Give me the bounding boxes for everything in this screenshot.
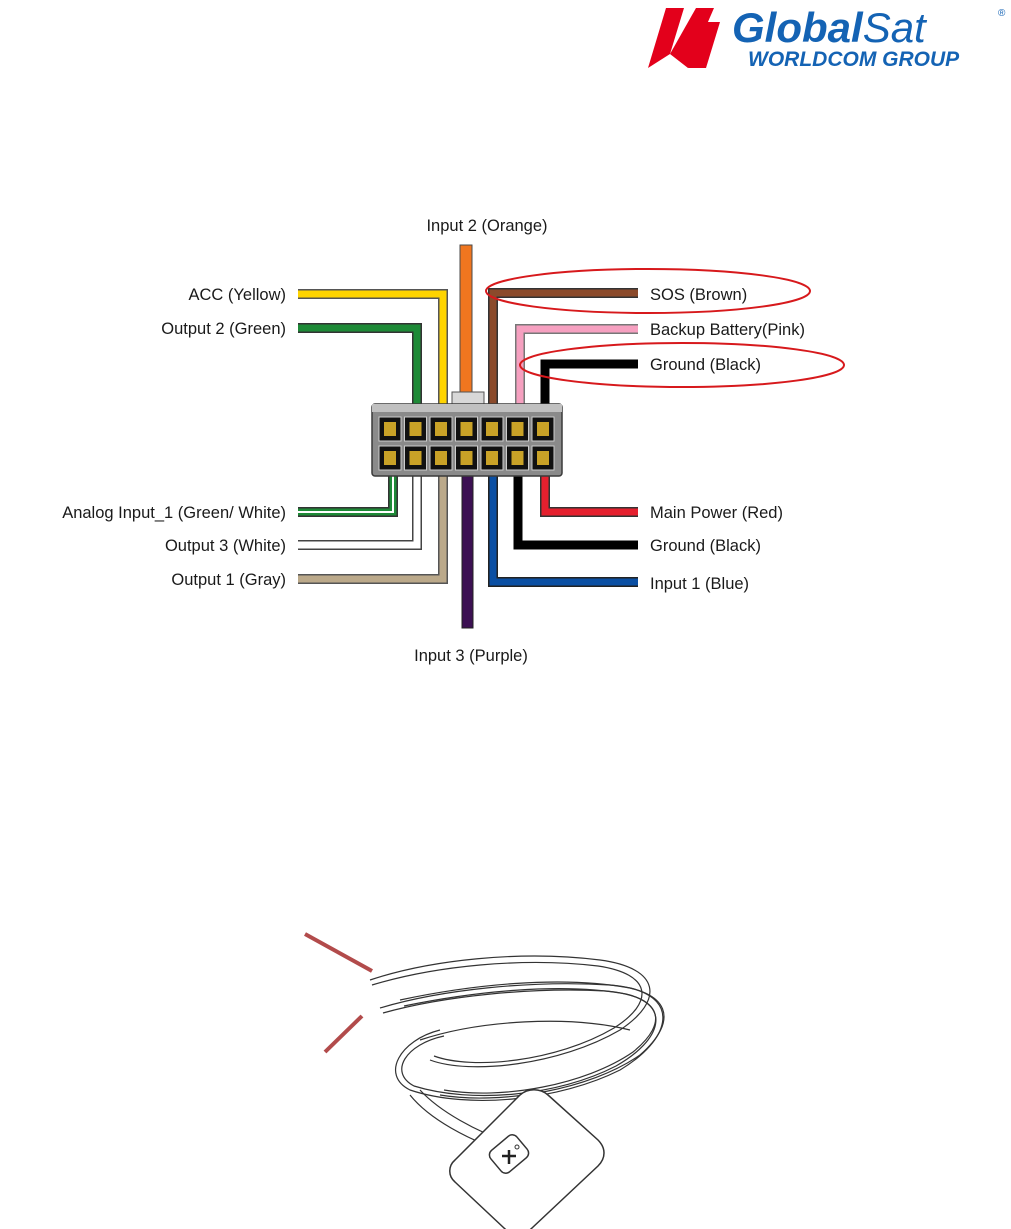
label-main-power: Main Power (Red): [650, 504, 783, 522]
label-analog-input-1: Analog Input_1 (Green/ White): [62, 504, 286, 522]
label-output-2: Output 2 (Green): [161, 320, 286, 338]
logo-tagline: WORLDCOM GROUP: [748, 48, 960, 71]
connector-pin-contact: [384, 451, 396, 465]
sos-button-illustration: [290, 920, 700, 1229]
label-ground-top: Ground (Black): [650, 356, 761, 374]
pointer-line-top: [305, 934, 372, 971]
label-input-2: Input 2 (Orange): [426, 217, 547, 235]
connector-pin-contact: [435, 451, 447, 465]
connector-pin-contact: [410, 422, 422, 436]
connector-14pin: [372, 392, 562, 476]
wire-input-2-orange: [460, 245, 472, 405]
connector-pin-contact: [435, 422, 447, 436]
wire-output-2-green: [298, 328, 417, 408]
logo-brand-b: Sat: [863, 4, 928, 51]
connector-pin-contact: [486, 422, 498, 436]
pointer-line-bottom: [325, 1016, 362, 1052]
wiring-diagram: Input 2 (Orange) Input 3 (Purple) ACC (Y…: [0, 200, 1011, 680]
sos-switch-pad: [450, 1090, 604, 1229]
label-output-3: Output 3 (White): [165, 537, 286, 555]
wire-input-3-purple: [462, 470, 473, 628]
label-input-3: Input 3 (Purple): [414, 647, 528, 665]
label-input-1: Input 1 (Blue): [650, 575, 749, 593]
logo-registered: ®: [998, 8, 1006, 19]
connector-pin-contact: [512, 451, 524, 465]
connector-pin-contact: [461, 451, 473, 465]
logo-brand-a: Global: [732, 4, 864, 51]
label-sos: SOS (Brown): [650, 286, 747, 304]
connector-pin-contact: [537, 422, 549, 436]
connector-pin-contact: [461, 422, 473, 436]
connector-pin-contact: [410, 451, 422, 465]
label-acc: ACC (Yellow): [188, 286, 286, 304]
label-backup-battery: Backup Battery(Pink): [650, 321, 805, 339]
logo-mark-icon: [648, 8, 720, 68]
label-output-1: Output 1 (Gray): [171, 571, 286, 589]
connector-pin-contact: [512, 422, 524, 436]
globalsat-logo: GlobalSat ® WORLDCOM GROUP: [640, 0, 1011, 75]
label-ground-bottom: Ground (Black): [650, 537, 761, 555]
connector-pin-contact: [384, 422, 396, 436]
connector-pin-contact: [486, 451, 498, 465]
svg-text:GlobalSat: GlobalSat: [732, 4, 928, 51]
connector-pin-contact: [537, 451, 549, 465]
